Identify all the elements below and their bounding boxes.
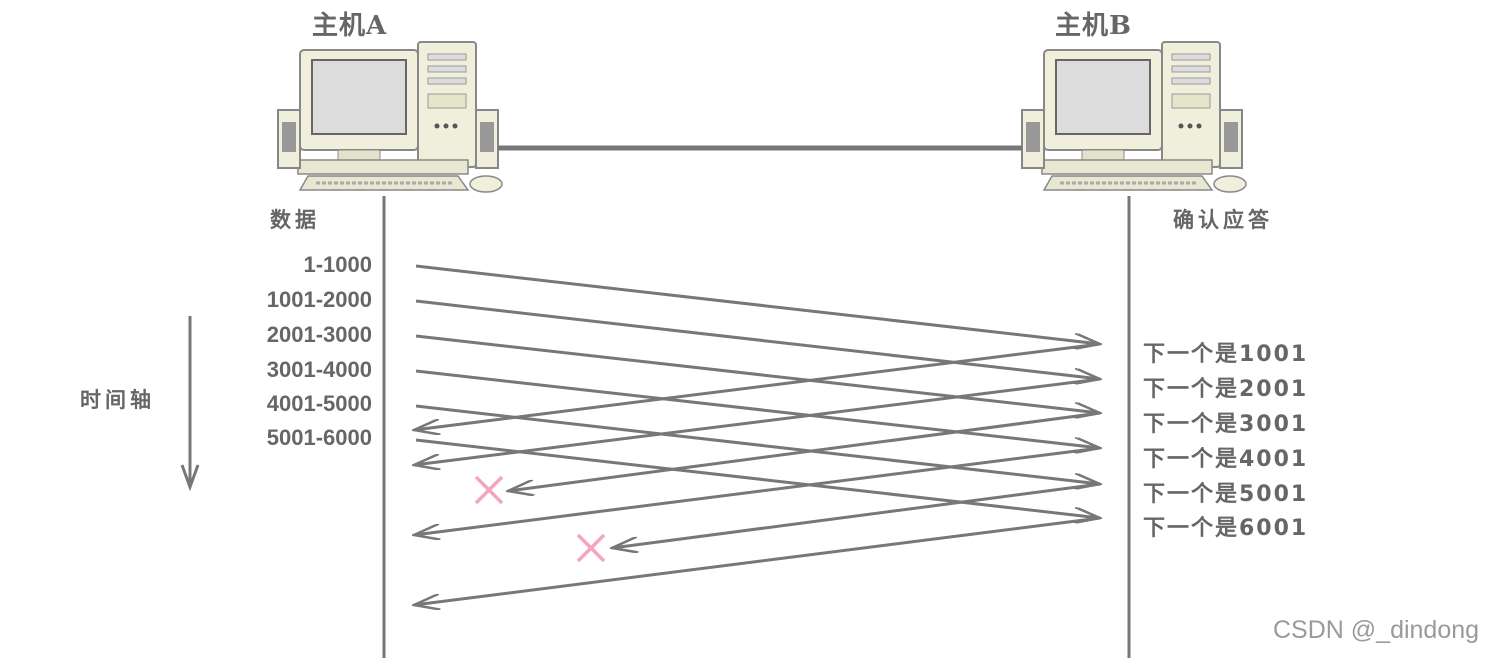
time-axis-arrowhead: [180, 464, 200, 492]
segment-label: 4001-5000: [266, 391, 372, 416]
ack-label: 下一个是4001: [1143, 447, 1309, 472]
ack-label: 下一个是1001: [1143, 342, 1309, 367]
data-segment-arrow: [415, 334, 1100, 413]
host-a-label: 主机A: [312, 11, 388, 41]
ack-arrow: [414, 377, 1101, 465]
host-b-computer-icon: [1020, 40, 1248, 194]
data-column-label: 数据: [270, 207, 320, 232]
segment-label: 2001-3000: [266, 322, 372, 347]
ack-arrow: [414, 446, 1101, 535]
data-segment-arrow: [415, 299, 1100, 379]
ack-arrow: [414, 516, 1101, 605]
ack-label: 下一个是2001: [1143, 377, 1309, 402]
data-segment-arrow: [415, 404, 1100, 484]
data-segment-arrow: [415, 264, 1100, 344]
time-axis-label: 时间轴: [80, 387, 155, 412]
lost-marker-icon: [576, 533, 606, 563]
ack-arrow: [414, 342, 1101, 430]
data-segment-arrow: [415, 369, 1100, 448]
ack-arrow-lost: [508, 411, 1101, 491]
ack-arrow-lost: [612, 482, 1101, 548]
data-segment-arrow: [415, 438, 1100, 518]
ack-column-label: 确认应答: [1173, 207, 1273, 232]
watermark: CSDN @_dindong: [1273, 616, 1480, 644]
host-b-label: 主机B: [1055, 11, 1132, 41]
ack-label: 下一个是3001: [1143, 412, 1309, 437]
segment-label: 1-1000: [303, 252, 372, 277]
ack-label: 下一个是5001: [1143, 482, 1309, 507]
segment-label: 1001-2000: [266, 287, 372, 312]
lost-marker-icon: [474, 475, 504, 505]
segment-label: 3001-4000: [266, 357, 372, 382]
ack-label: 下一个是6001: [1143, 516, 1309, 541]
segment-label: 5001-6000: [266, 425, 372, 450]
host-a-computer-icon: [276, 40, 504, 194]
